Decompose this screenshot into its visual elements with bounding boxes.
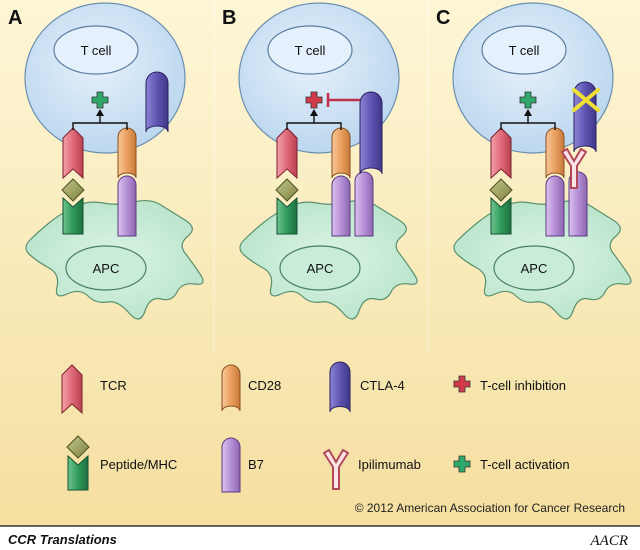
signal-arrowhead — [310, 109, 318, 116]
legend-inhibition-icon — [453, 375, 471, 393]
legend-b7-label: B7 — [248, 457, 264, 472]
apc-label: APC — [521, 261, 548, 276]
b7-ligand — [117, 175, 137, 237]
panel-letter: A — [8, 7, 22, 29]
tcell-label: T cell — [509, 43, 540, 58]
legend-ipilimumab-label: Ipilimumab — [358, 457, 421, 472]
tcell-nucleus — [267, 25, 353, 75]
panel-letter: C — [436, 7, 450, 29]
panel-letter: B — [222, 7, 236, 29]
apc-nucleus — [65, 245, 147, 291]
legend-ipilimumab-icon — [322, 448, 350, 490]
legend-peptide-icon — [66, 435, 90, 459]
signal-arrowhead — [524, 109, 532, 116]
mhc-molecule — [62, 196, 84, 235]
peptide — [275, 178, 299, 202]
legend: TCR CD28 CTLA-4 T-cell inhibitionPeptide/MH… — [61, 361, 570, 493]
cd28-receptor — [331, 127, 351, 179]
signal-arrowhead — [96, 109, 104, 116]
mhc-molecule — [276, 196, 298, 235]
legend-tcr-icon — [61, 364, 83, 415]
ctla4-receptor — [145, 71, 169, 133]
ctla4-receptor — [359, 91, 383, 175]
peptide — [489, 178, 513, 202]
b7-ligand — [545, 175, 565, 237]
mhc-molecule — [490, 196, 512, 235]
aacr-logo: AACR — [590, 533, 629, 549]
legend-activation-icon — [453, 455, 471, 473]
cd28-receptor — [545, 127, 565, 179]
legend-ctla4-icon — [329, 361, 351, 413]
legend-cd28-label: CD28 — [248, 378, 281, 393]
tcell-nucleus — [481, 25, 567, 75]
tcell-label: T cell — [81, 43, 112, 58]
legend-cd28-icon — [221, 364, 241, 412]
legend-activation-label: T-cell activation — [480, 457, 570, 472]
cd28-receptor — [117, 127, 137, 179]
tcell-label: T cell — [295, 43, 326, 58]
copyright-text: © 2012 American Association for Cancer R… — [355, 501, 625, 515]
inhibition-cross-icon — [305, 91, 323, 109]
apc-label: APC — [93, 261, 120, 276]
legend-ctla4-label: CTLA-4 — [360, 378, 405, 393]
block-x-icon — [572, 88, 600, 112]
peptide — [61, 178, 85, 202]
footer-title: CCR Translations — [8, 532, 117, 547]
tcell-nucleus — [53, 25, 139, 75]
activation-cross-icon — [519, 91, 537, 109]
legend-mhc-icon — [67, 454, 89, 491]
b7-ligand-2 — [354, 171, 374, 237]
legend-b7-icon — [221, 437, 241, 493]
apc-nucleus — [493, 245, 575, 291]
legend-tcr-label: TCR — [100, 378, 127, 393]
legend-inhibition-label: T-cell inhibition — [480, 378, 566, 393]
ipilimumab-antibody — [560, 147, 588, 189]
legend-peptide-mhc-label: Peptide/MHC — [100, 457, 177, 472]
apc-nucleus — [279, 245, 361, 291]
footer-bar — [0, 526, 640, 550]
activation-cross-icon — [91, 91, 109, 109]
ctla4-receptor — [573, 81, 597, 153]
apc-label: APC — [307, 261, 334, 276]
b7-ligand — [331, 175, 351, 237]
